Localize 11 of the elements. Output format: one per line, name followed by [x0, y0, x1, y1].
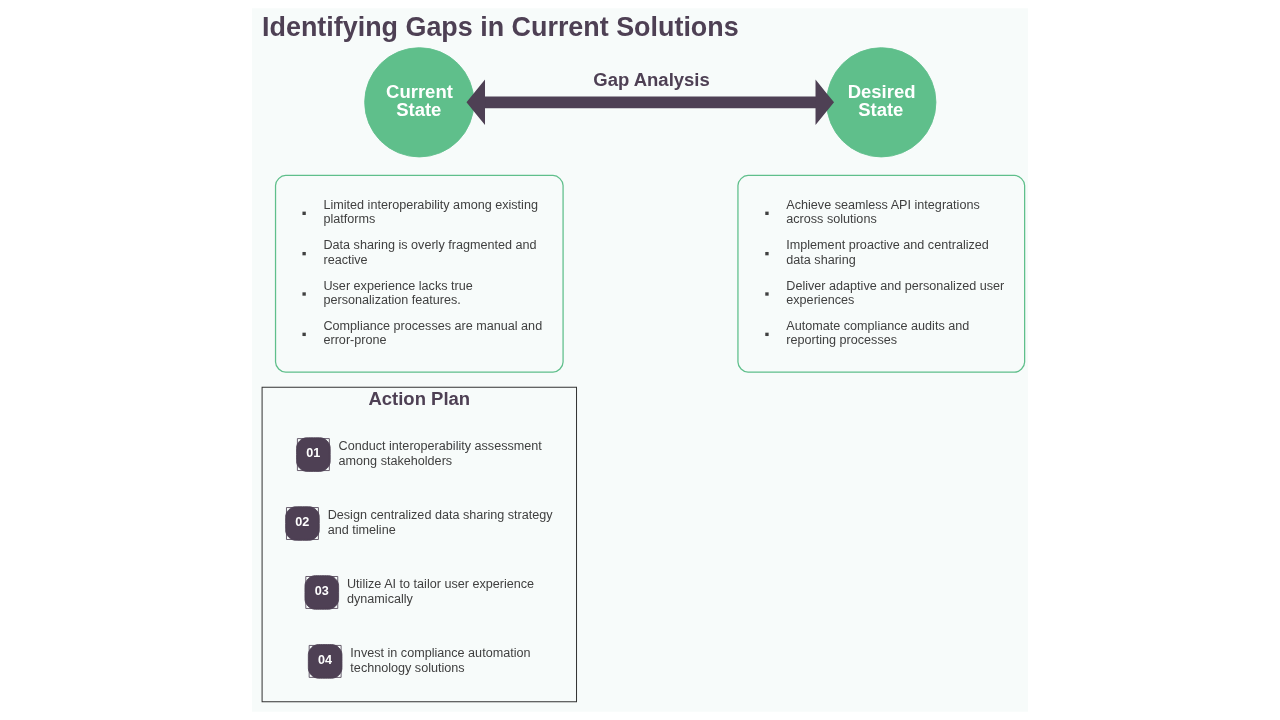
node-label: Utilize AI to tailor user experience dynamically [347, 577, 535, 606]
node-box: Achieve seamless API integrations across solutions Implement proactive and centralized data sharing Deliver adaptive and personalized user experiences Automate compliance audits and reporting processes [737, 174, 1026, 373]
edge-label: Gap Analysis [593, 69, 710, 90]
arrow [466, 79, 835, 125]
diagram-title: Identifying Gaps in Current Solutions [262, 11, 739, 42]
node-box: Limited interoperability among existing platforms Data sharing is overly fragmented and reactive User experience lacks true personalization features. Compliance processes are manual and error-prone [274, 174, 564, 373]
node-label: Design centralized data sharing strategy and timeline [327, 508, 553, 537]
node-label: Conduct interoperability assessment among stakeholders [338, 439, 542, 468]
node-circle: Desired State [826, 47, 937, 158]
node-label: Invest in compliance automation technology solutions [350, 646, 531, 675]
node-circle: Current State [364, 47, 475, 158]
